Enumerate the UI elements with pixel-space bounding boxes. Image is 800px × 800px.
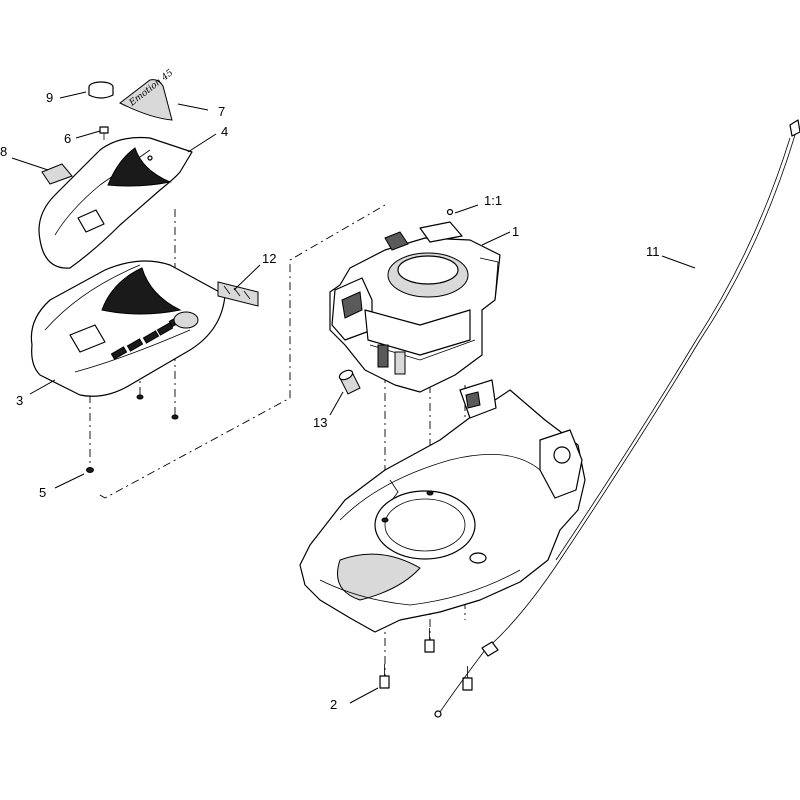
part-7-decal: Emotion 45 [119, 68, 175, 121]
callout-9: 9 [46, 90, 53, 105]
part-5-nuts [86, 394, 179, 473]
callout-7: 7 [218, 104, 225, 119]
part-4-upper-cover [38, 136, 193, 269]
part-12-label [217, 281, 259, 307]
callout-labels: 9 7 6 4 8 3 5 12 1:1 1 11 13 2 [0, 90, 660, 712]
callout-8: 8 [0, 144, 7, 159]
part-9-cap [88, 81, 114, 99]
callout-2: 2 [330, 697, 337, 712]
mower-deck [299, 379, 586, 633]
callout-1: 1 [512, 224, 519, 239]
part-2-bolts [379, 628, 473, 691]
part-1-engine [329, 208, 501, 393]
callout-11: 11 [646, 244, 660, 259]
callout-leaders [11, 91, 696, 704]
callout-3: 3 [16, 393, 23, 408]
part-8-pad [41, 163, 73, 185]
part-3-shroud [30, 260, 226, 397]
callout-13: 13 [313, 415, 327, 430]
callout-6: 6 [64, 131, 71, 146]
callout-5: 5 [39, 485, 46, 500]
part-11-cable [434, 119, 800, 718]
callout-1-1: 1:1 [484, 193, 502, 208]
callout-12: 12 [262, 251, 276, 266]
callout-4: 4 [221, 124, 228, 139]
part-6-screw [99, 126, 109, 140]
part-13-spacer [338, 369, 361, 395]
